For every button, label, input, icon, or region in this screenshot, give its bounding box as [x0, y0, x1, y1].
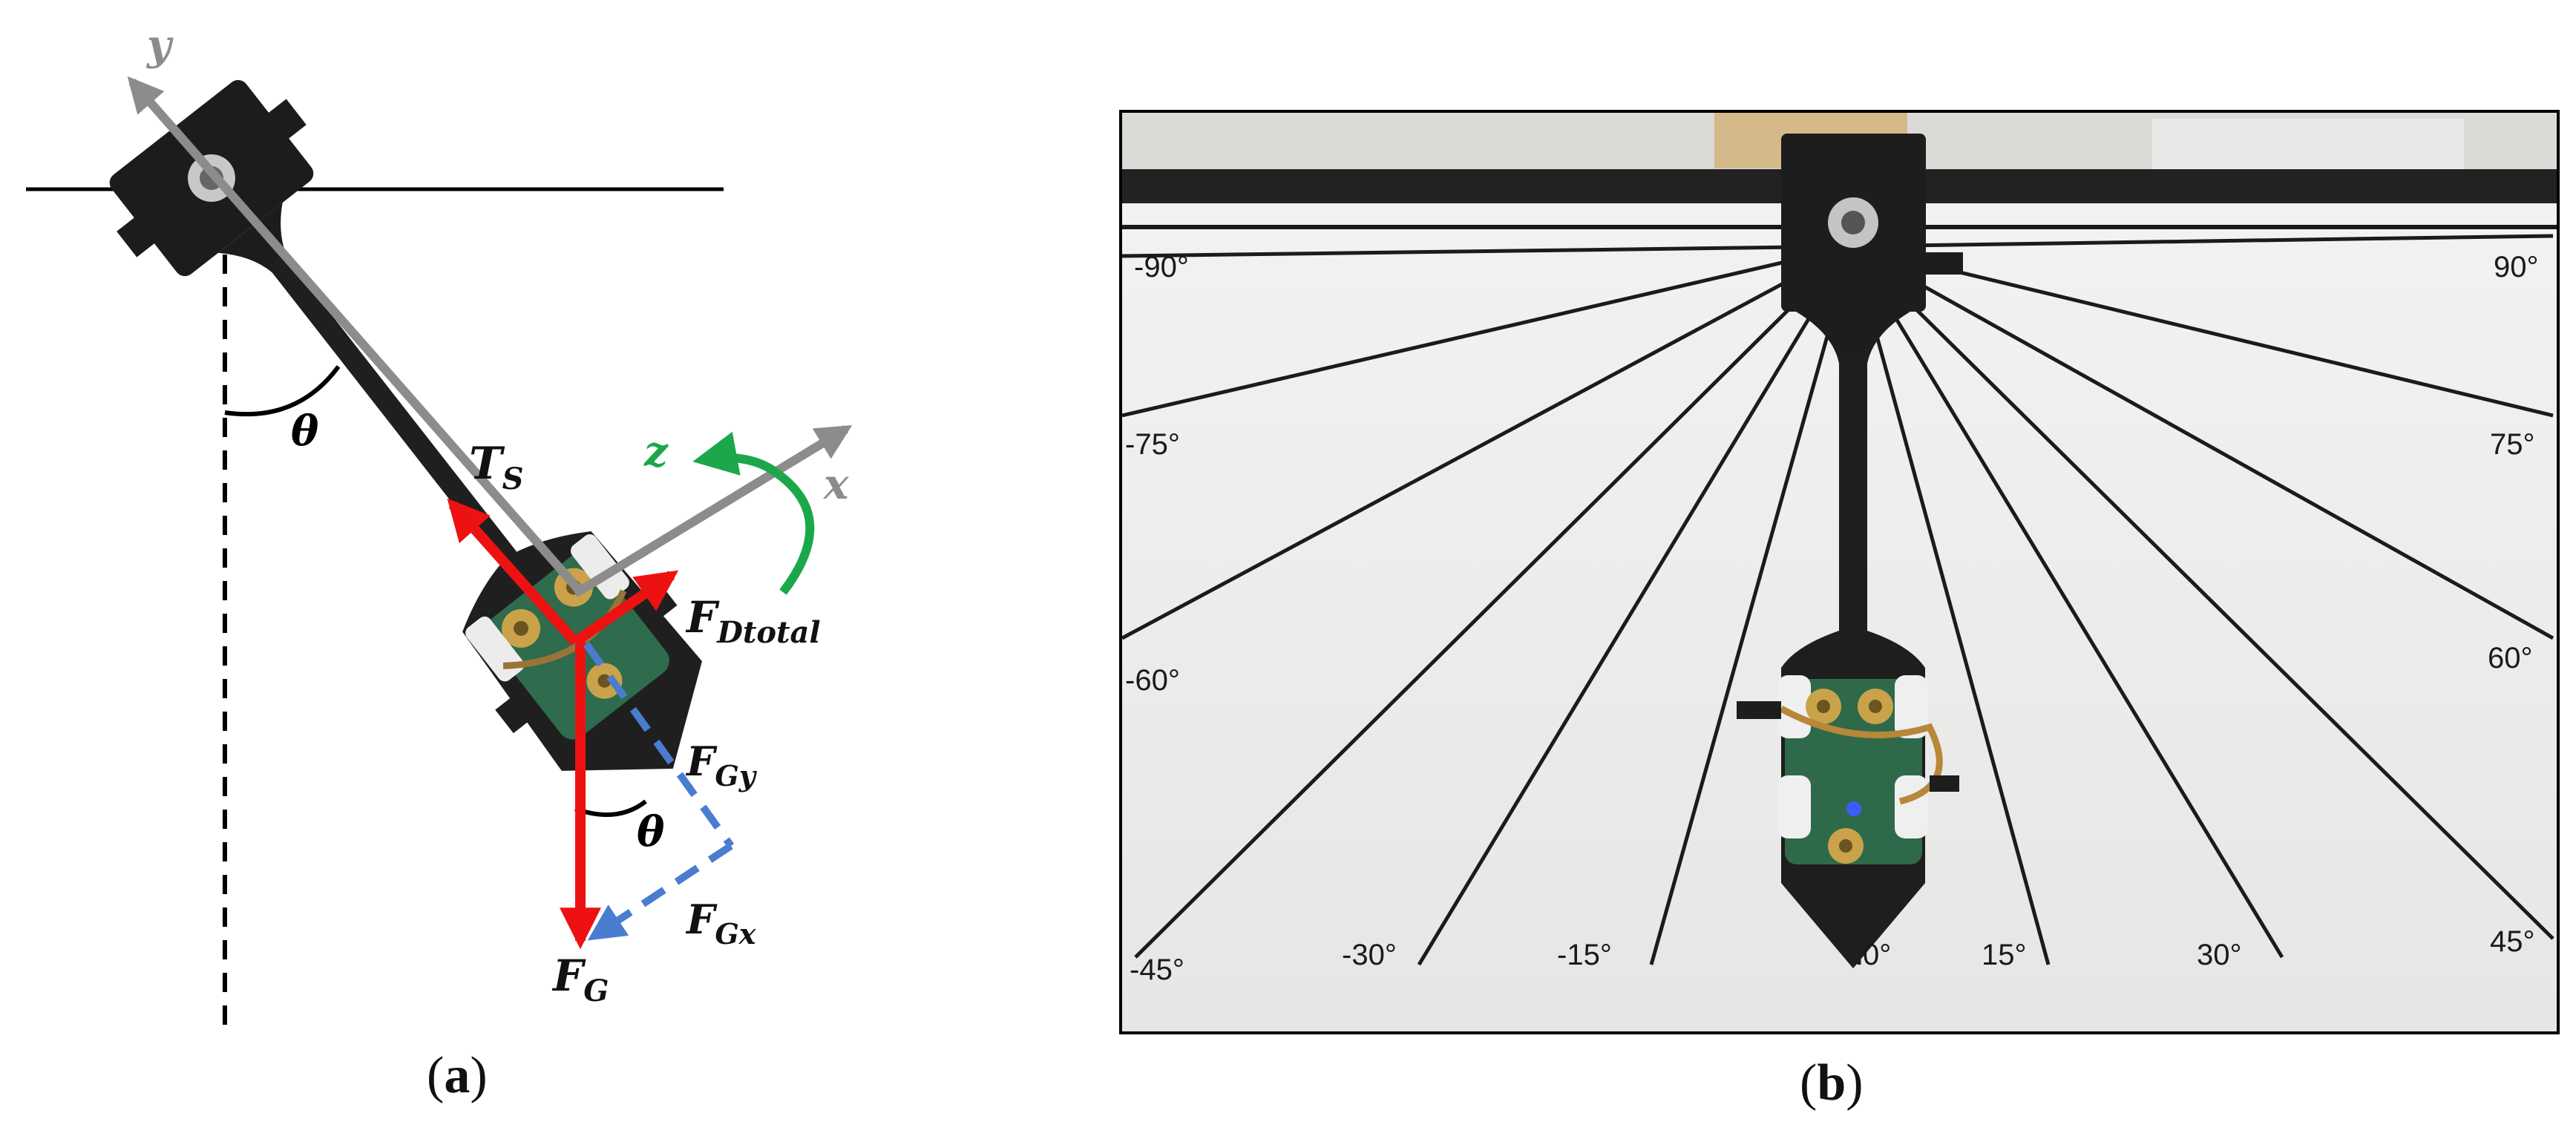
- drag-force-arrow: [572, 570, 679, 646]
- y-axis-arrow: [127, 76, 583, 593]
- z-axis-label: z: [643, 427, 669, 476]
- gravity-x-main: F: [685, 896, 718, 943]
- drag-force-sub: Dtotal: [716, 615, 820, 650]
- drag-force-main: F: [685, 592, 720, 643]
- gravity-y-component-label: FGy: [685, 738, 758, 792]
- gravity-x-component-arrow: [587, 842, 733, 941]
- gravity-force-main: F: [551, 951, 586, 1001]
- gravity-x-sub: Gx: [715, 917, 756, 951]
- angle-label: -30°: [1342, 939, 1397, 971]
- gravity-force-label: FG: [551, 951, 609, 1008]
- angle-label: 15°: [1982, 939, 2027, 971]
- angle-label: 90°: [2494, 251, 2539, 283]
- z-rotation-arrow: [692, 431, 815, 595]
- gravity-y-component-arrow: [583, 642, 735, 848]
- drag-force-label: FDtotal: [685, 592, 821, 650]
- panel-b-photo: -90° -75° -60° -45° -30° -15° 0° 15° 30°…: [1119, 110, 2560, 1112]
- x-axis-label: x: [823, 460, 849, 509]
- tension-force-sub: S: [502, 462, 524, 496]
- tension-force-arrow: [447, 498, 580, 646]
- angle-label: -75°: [1125, 428, 1180, 461]
- caption-b: (b): [1800, 1054, 1864, 1112]
- gravity-y-sub: Gy: [715, 759, 757, 792]
- tension-force-main: T: [469, 438, 505, 490]
- x-axis-arrow: [572, 424, 853, 598]
- angle-label: -60°: [1125, 664, 1180, 697]
- angle-label: -90°: [1134, 251, 1189, 283]
- y-axis-label: y: [145, 21, 174, 70]
- theta-label-bottom: θ: [637, 807, 665, 856]
- tension-force-label: TS: [469, 438, 524, 496]
- angle-label: 75°: [2490, 428, 2535, 461]
- photo-pendulum: [1737, 134, 1963, 968]
- angle-label: 60°: [2488, 642, 2533, 674]
- theta-arc-bottom: [574, 799, 647, 817]
- caption-a: (a): [427, 1047, 488, 1104]
- gravity-force-sub: G: [583, 974, 609, 1008]
- angle-label: 0°: [1863, 939, 1891, 971]
- angle-label: 45°: [2490, 925, 2535, 958]
- theta-arc-top: [224, 365, 341, 417]
- gravity-y-main: F: [685, 738, 718, 785]
- theta-label-top: θ: [291, 407, 319, 456]
- angle-label: -45°: [1130, 953, 1184, 986]
- angle-label: -15°: [1557, 939, 1612, 971]
- angle-label: 30°: [2197, 939, 2242, 971]
- gravity-x-component-label: FGx: [685, 896, 757, 951]
- panel-a: y x z θ θ TS FDtotal FG FGy: [26, 21, 853, 1104]
- angle-labels: -90° -75° -60° -45° -30° -15° 0° 15° 30°…: [1125, 251, 2539, 986]
